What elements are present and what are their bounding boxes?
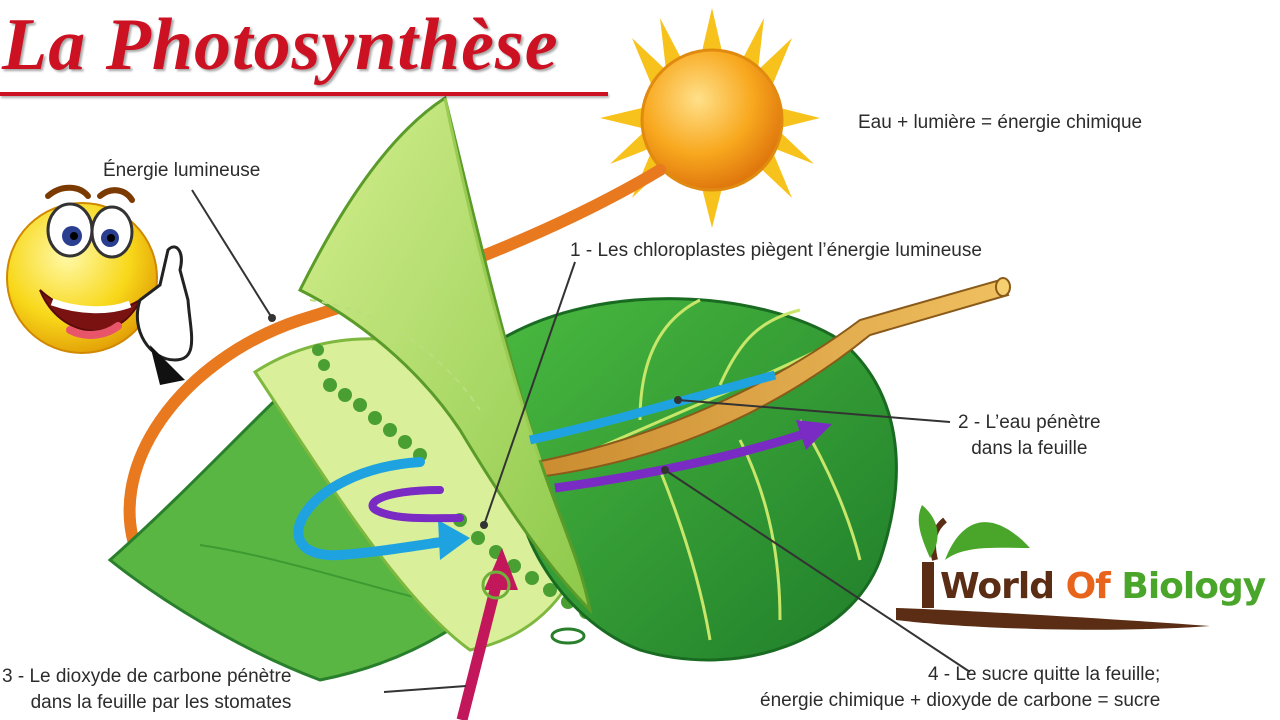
step2-line1: 2 - L’eau pénètre: [958, 412, 1101, 433]
co2-arrow: [456, 576, 504, 720]
logo-word-biology: Biology: [1121, 566, 1266, 607]
logo-word-world: World: [940, 566, 1055, 607]
smiley-thumbs-up-icon: [6, 184, 194, 385]
title-underline: [0, 92, 608, 96]
world-of-biology-logo-icon: [896, 505, 1210, 630]
logo-text: World Of Biology: [940, 566, 1266, 607]
water-arrow: [529, 370, 777, 445]
step2-label: 2 - L’eau pénètre dans la feuille: [958, 410, 1101, 461]
step3-line2: dans la feuille par les stomates: [30, 691, 292, 713]
leaf-stem: [518, 278, 1010, 480]
sun-icon: [600, 8, 820, 228]
step4-label: 4 - Le sucre quitte la feuille; énergie …: [760, 662, 1160, 713]
page-title: La Photosynthèse: [2, 4, 559, 86]
equation-label: Eau + lumière = énergie chimique: [858, 112, 1143, 133]
step1-label: 1 - Les chloroplastes piègent l’énergie …: [570, 240, 982, 261]
logo-word-of: Of: [1065, 566, 1111, 607]
step4-line1: 4 - Le sucre quitte la feuille;: [927, 664, 1161, 685]
leaf-upper-section: [297, 95, 593, 615]
sugar-arrow: [554, 427, 812, 493]
light-energy-label: Énergie lumineuse: [103, 160, 261, 181]
step3-line1: 3 - Le dioxyde de carbone pénètre: [2, 666, 292, 687]
step2-line2: dans la feuille: [971, 437, 1088, 459]
step4-line2: énergie chimique + dioxyde de carbone = …: [760, 689, 1161, 711]
leaf-blade: [498, 297, 898, 662]
step3-label: 3 - Le dioxyde de carbone pénètre dans l…: [2, 664, 291, 715]
